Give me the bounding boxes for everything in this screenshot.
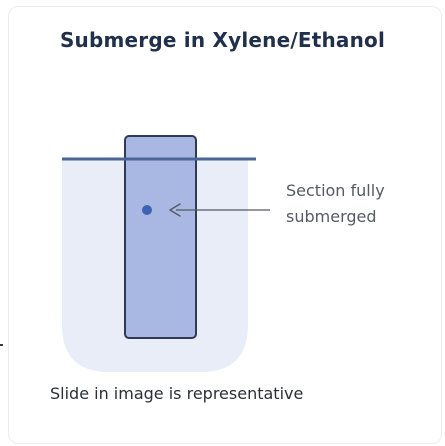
callout-arrowhead-icon	[169, 203, 181, 217]
glass-slide	[124, 135, 197, 339]
diagram-title: Submerge in Xylene/Ethanol	[59, 28, 386, 52]
edge-mark	[0, 344, 3, 346]
callout-line-2: submerged	[286, 207, 377, 226]
tissue-section-dot	[142, 205, 152, 215]
callout-label: Section fully submerged	[286, 178, 385, 230]
callout-line-1: Section fully	[286, 181, 385, 200]
caption: Slide in image is representative	[50, 384, 304, 403]
